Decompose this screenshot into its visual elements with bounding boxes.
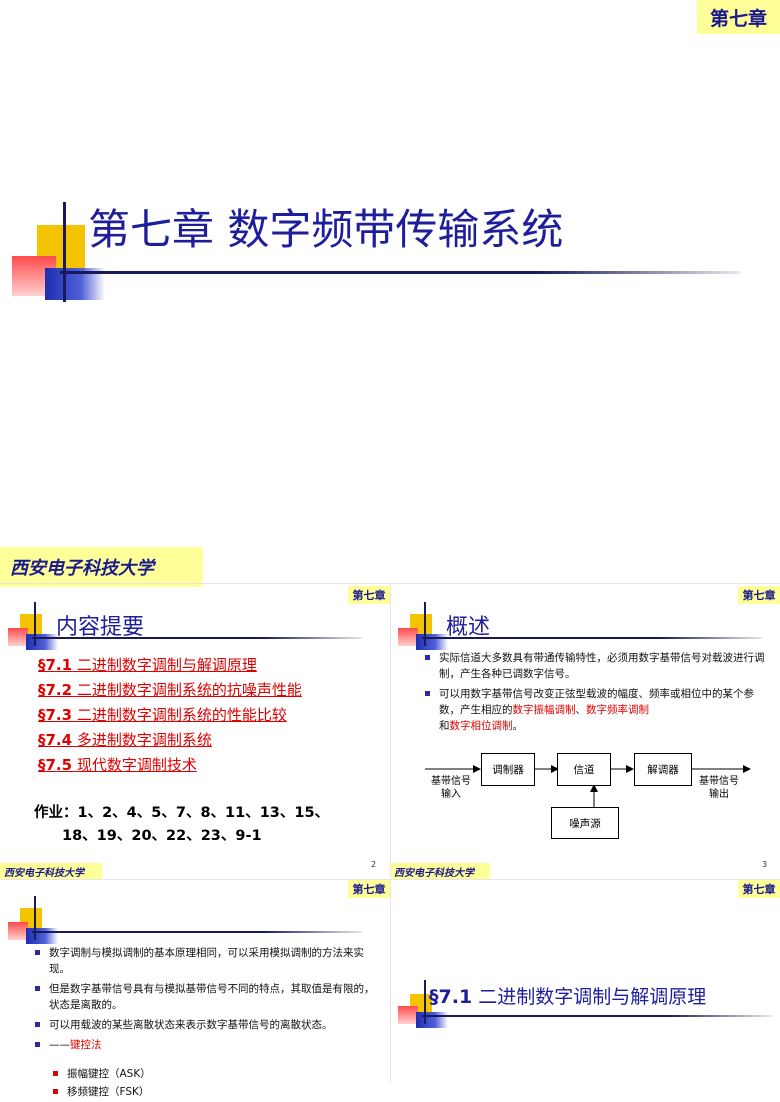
deco-horizontal-line: [422, 637, 762, 639]
school-name: 西安电子科技大学: [390, 863, 490, 879]
bullet-text: 可以用载波的某些离散状态来表示数字基带信号的离散状态。: [49, 1019, 333, 1031]
toc-link-7-5[interactable]: §7.5 现代数字调制技术: [38, 754, 197, 775]
bullet-text: 数字调制与模拟调制的基本原理相同，可以采用模拟调制的方法来实现。: [49, 947, 364, 975]
keying-method-label: 键控法: [70, 1039, 102, 1051]
section-heading: 概述: [446, 615, 491, 640]
separator: 、: [575, 704, 587, 716]
bullet-text: 但是数字基带信号具有与模拟基带信号不同的特点，其取值是有限的，状态是离散的。: [49, 983, 375, 1011]
chapter-badge: 第七章: [348, 586, 390, 604]
slide-title: 第七章 数字频带传输系统: [88, 205, 564, 254]
channel-block: 信道: [557, 753, 611, 786]
homework-line-2: 18、19、20、22、23、9-1: [62, 828, 262, 844]
toc-text: 多进制数字调制系统: [76, 731, 212, 749]
deco-red-square: [398, 1006, 418, 1024]
toc-number: §7.1: [38, 656, 73, 674]
output-label-line-2: 输出: [709, 789, 729, 800]
keying-sub-list: 振幅键控（ASK） 移频键控（FSK）: [53, 1066, 353, 1100]
deco-horizontal-line: [32, 931, 362, 933]
overview-bullets: 实际信道大多数具有带通传输特性，必须用数字基带信号对载波进行调制，产生各种已调数…: [425, 650, 770, 738]
deco-horizontal-line: [422, 1015, 772, 1017]
toc-text: 二进制数字调制系统的性能比较: [76, 706, 287, 724]
deco-horizontal-line: [32, 637, 362, 639]
bullet-item: 可以用载波的某些离散状态来表示数字基带信号的离散状态。: [35, 1017, 380, 1033]
section-number: §7.1: [429, 986, 473, 1008]
bullet-item: 可以用数字基带信号改变正弦型载波的幅度、频率或相位中的某个参数，产生相应的数字振…: [425, 686, 770, 734]
sub-item-text: 移频键控（FSK）: [67, 1086, 150, 1098]
section-heading: 内容提要: [56, 615, 145, 640]
toc-text: 二进制数字调制与解调原理: [76, 656, 257, 674]
sub-item-ask: 振幅键控（ASK）: [53, 1066, 353, 1082]
sub-item-fsk: 移频键控（FSK）: [53, 1084, 353, 1100]
bullet-item: 实际信道大多数具有带通传输特性，必须用数字基带信号对载波进行调制，产生各种已调数…: [425, 650, 770, 682]
output-label: 基带信号 输出: [692, 775, 746, 801]
deco-vertical-line: [424, 602, 426, 646]
toc-link-7-3[interactable]: §7.3 二进制数字调制系统的性能比较: [38, 704, 287, 725]
modulator-block: 调制器: [481, 753, 535, 786]
bullet-item: 数字调制与模拟调制的基本原理相同，可以采用模拟调制的方法来实现。: [35, 945, 380, 977]
toc-link-7-1[interactable]: §7.1 二进制数字调制与解调原理: [38, 654, 257, 675]
toc-text: 现代数字调制技术: [76, 756, 197, 774]
school-name: 西安电子科技大学: [0, 863, 102, 879]
toc-number: §7.5: [38, 756, 73, 774]
highlight-psk: 数字相位调制: [449, 720, 513, 732]
demodulator-block: 解调器: [634, 753, 692, 786]
deco-horizontal-line: [60, 271, 740, 274]
bullet-item: 但是数字基带信号具有与模拟基带信号不同的特点，其取值是有限的，状态是离散的。: [35, 981, 380, 1013]
toc-link-7-4[interactable]: §7.4 多进制数字调制系统: [38, 729, 212, 750]
deco-vertical-line: [34, 602, 36, 646]
homework-line-1: 作业：1、2、4、5、7、8、11、13、15、: [34, 805, 330, 821]
bullet-text: 可以用数字基带信号改变正弦型载波的幅度、频率或相位中的某个参数，产生相应的: [439, 688, 754, 716]
keying-dash: ——: [49, 1039, 70, 1051]
highlight-fsk: 数字频率调制: [586, 704, 649, 716]
bullet-text: 实际信道大多数具有带通传输特性，必须用数字基带信号对载波进行调制，产生各种已调数…: [439, 652, 765, 680]
toc-number: §7.3: [38, 706, 73, 724]
period: 。: [512, 720, 524, 732]
toc-link-7-2[interactable]: §7.2 二进制数字调制系统的抗噪声性能: [38, 679, 302, 700]
toc-number: §7.4: [38, 731, 73, 749]
input-label: 基带信号 输入: [426, 775, 476, 801]
toc-number: §7.2: [38, 681, 73, 699]
chapter-badge: 第七章: [348, 880, 390, 898]
toc-text: 二进制数字调制系统的抗噪声性能: [76, 681, 302, 699]
modulation-bullets: 数字调制与模拟调制的基本原理相同，可以采用模拟调制的方法来实现。 但是数字基带信…: [35, 945, 380, 1057]
slide-divider: [390, 583, 391, 1083]
input-label-line-2: 输入: [441, 789, 461, 800]
chapter-badge: 第七章: [738, 586, 780, 604]
deco-vertical-line: [34, 896, 36, 940]
chapter-badge: 第七章: [697, 0, 780, 34]
chapter-badge: 第七章: [738, 880, 780, 898]
section-title: 二进制数字调制与解调原理: [478, 986, 707, 1008]
school-name: 西安电子科技大学: [0, 547, 203, 587]
highlight-ask: 数字振幅调制: [512, 704, 576, 716]
conjunction: 和: [439, 720, 450, 732]
bullet-item: ——键控法: [35, 1037, 380, 1053]
section-heading: §7.1 二进制数字调制与解调原理: [429, 982, 706, 1009]
sub-item-text: 振幅键控（ASK）: [67, 1068, 151, 1080]
output-label-line-1: 基带信号: [699, 776, 739, 787]
deco-red-square: [398, 628, 418, 646]
page-number: 3: [762, 860, 768, 869]
deco-red-square: [8, 628, 28, 646]
noise-source-block: 噪声源: [551, 807, 619, 839]
deco-red-square: [8, 922, 28, 940]
deco-vertical-line: [63, 202, 66, 302]
input-label-line-1: 基带信号: [431, 776, 471, 787]
page-number: 2: [371, 860, 377, 869]
deco-vertical-line: [424, 980, 426, 1024]
